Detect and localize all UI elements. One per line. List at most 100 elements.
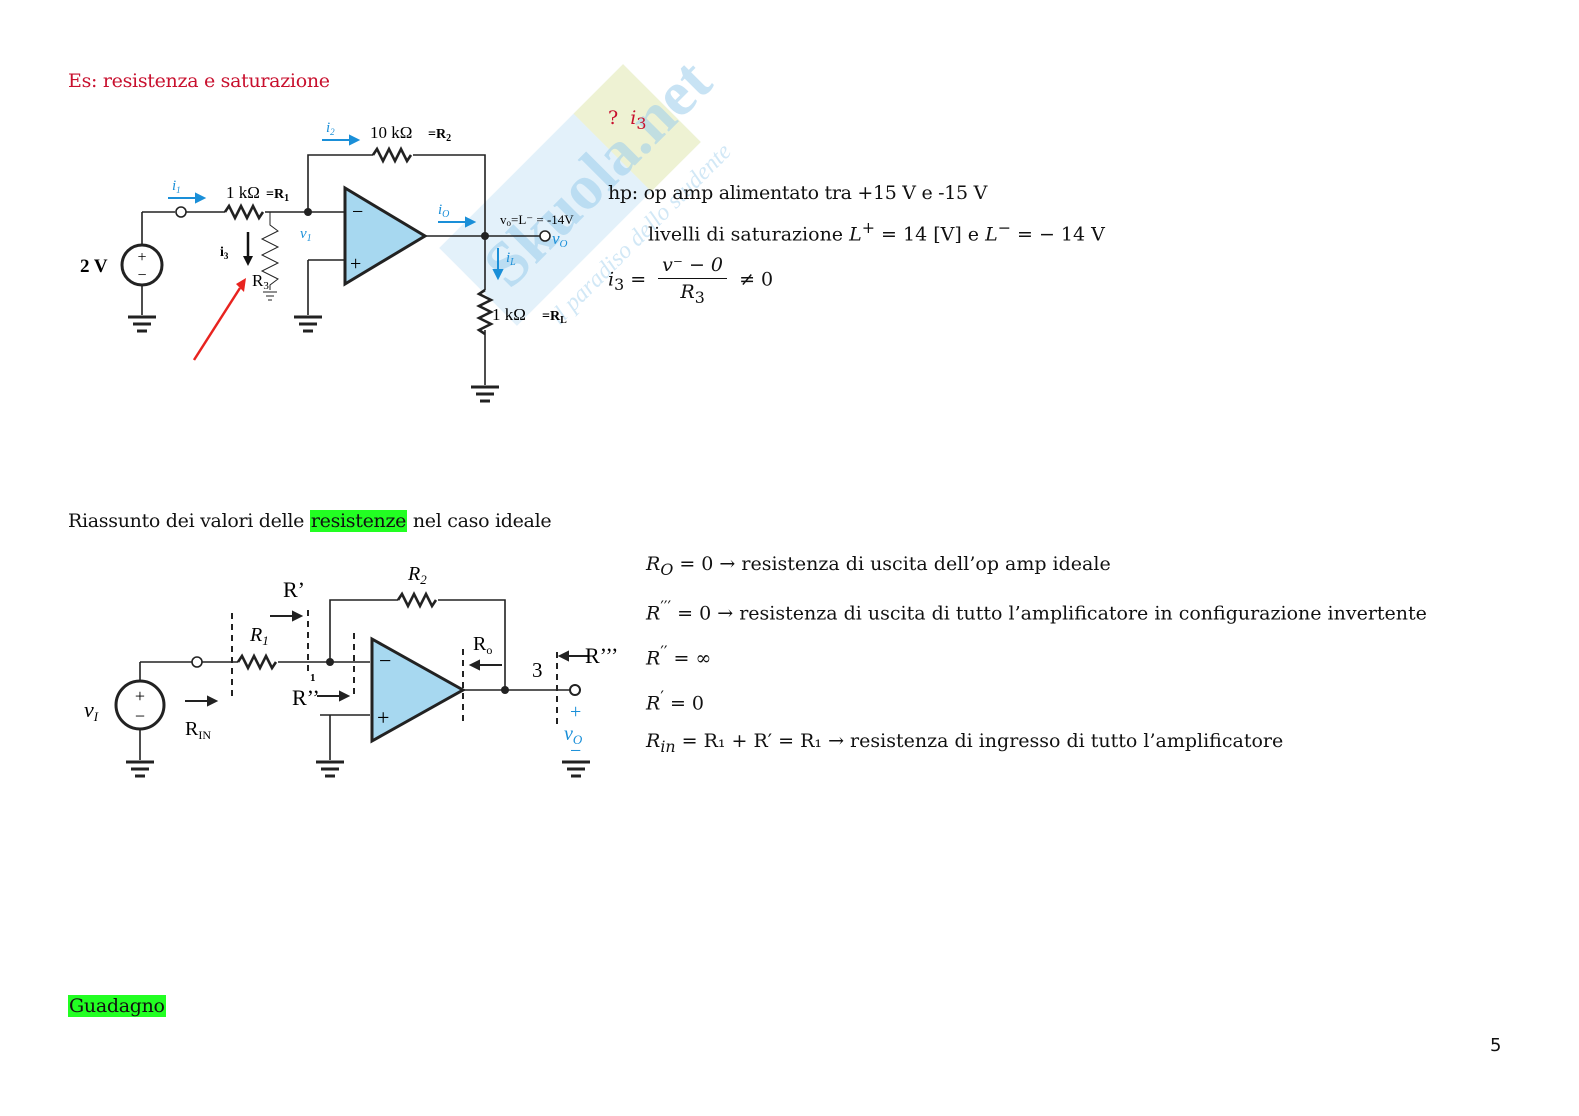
and-text: e [961, 223, 986, 246]
opamp [343, 185, 428, 287]
ground-icon [471, 385, 499, 403]
voltage-source [114, 679, 166, 731]
eq-rhs: = R₁ + R′ = R₁ → [675, 729, 851, 752]
io-arrowhead [465, 216, 477, 228]
eq-desc: resistenza di uscita dell’op amp ideale [741, 553, 1111, 575]
eq-lhs-sub: in [660, 736, 676, 756]
eq-lhs: R [646, 553, 661, 575]
annotation-arrowhead [236, 278, 246, 292]
eq-lhs-sup: ′′′ [660, 597, 672, 617]
r3-label: R3 [252, 271, 269, 292]
ground-icon [316, 760, 344, 778]
i3-arrowhead [243, 256, 253, 266]
eq-lhs: R [646, 647, 661, 670]
circuit-saturation: + − 2 V − + 1 kΩ =R1 10 kΩ =R2 1 kΩ =RL … [80, 120, 574, 403]
title-highlight: resistenze [309, 510, 408, 532]
ground-icon [562, 760, 590, 778]
r1-name: =R1 [266, 187, 289, 204]
wire [438, 599, 506, 690]
r2-name: =R2 [428, 127, 451, 144]
saturation-text: livelli di saturazione [648, 223, 844, 246]
rin-label: RIN [185, 718, 211, 742]
junction-node [481, 232, 489, 240]
equation-row: R′′′ = 0 → resistenza di uscita di tutto… [646, 588, 1427, 633]
section2-title: Riassunto dei valori delle resistenze ne… [68, 510, 552, 532]
source-plus: + [137, 249, 146, 266]
equation-row: R′ = 0 [646, 678, 1427, 723]
question-i3: ? i3 [608, 107, 646, 133]
r1-resistor [236, 653, 278, 671]
io-label: iO [438, 202, 449, 220]
voltage-source [120, 243, 164, 287]
guadagno-heading: Guadagno [68, 995, 166, 1017]
eq-rhs: = ∞ [667, 647, 712, 670]
denominator-var: R [680, 281, 695, 303]
rl-resistor [476, 288, 494, 336]
vi-label: vI [84, 697, 99, 724]
resistance-equations: RO = 0 → resistenza di uscita dell’op am… [646, 546, 1427, 765]
hp-line: hp: op amp alimentato tra +15 V e -15 V [608, 182, 988, 204]
denominator: R3 [680, 279, 704, 307]
r-double-label: R’’ [292, 685, 320, 710]
v1-label: v1 [300, 226, 312, 244]
title-after: nel caso ideale [407, 510, 552, 532]
formula-lhs: i [608, 268, 615, 291]
wire [329, 599, 398, 662]
eq-lhs-sup: ′ [660, 686, 664, 706]
eq-rhs: = 0 [663, 692, 705, 715]
ro-arrowhead [468, 659, 480, 671]
opamp-minus: − [379, 648, 391, 673]
source-minus: − [135, 706, 145, 726]
junction-node [501, 686, 509, 694]
i1-label: i1 [172, 178, 181, 195]
r1-resistor [223, 203, 265, 221]
vo-plus: + [570, 701, 581, 723]
r2-resistor [396, 591, 438, 609]
circuit-resistances: + − vI − + RIN R1 R’ 1 R’’ R2 Ro 3 R’’’ … [84, 563, 618, 778]
formula-lhs-sub: 3 [614, 275, 625, 295]
eq-rhs: = 0 → [671, 602, 740, 625]
r2-resistor [371, 146, 413, 164]
ro-label: Ro [473, 633, 492, 657]
opamp-minus: − [352, 201, 363, 223]
eq-desc: resistenza di uscita di tutto l’amplific… [739, 602, 1427, 625]
formula-rhs: ≠ 0 [739, 268, 774, 291]
junction-node [326, 658, 334, 666]
vo-minus: − [570, 740, 581, 762]
lplus-val: = 14 [V] [874, 223, 962, 246]
question-mark: ? [608, 107, 619, 129]
section3-title: Guadagno [68, 995, 166, 1017]
vo-note: vo=L⁻ = -14V [500, 212, 574, 228]
ground-icon [128, 315, 156, 333]
i1-arrowhead [195, 192, 207, 204]
r-prime-arrowhead [292, 610, 304, 622]
lminus-sup: − [997, 218, 1011, 237]
lminus-val: = − 14 V [1010, 223, 1105, 246]
eq-rhs: = 0 → [673, 553, 742, 575]
section1-title: Es: resistenza e saturazione [68, 70, 330, 92]
eq-lhs: R [646, 729, 661, 752]
question-var: i [630, 107, 637, 129]
eq-lhs: R [646, 602, 661, 625]
rl-value: 1 kΩ [492, 305, 526, 324]
il-arrowhead [492, 269, 504, 281]
r1-value: 1 kΩ [226, 183, 260, 202]
opamp-plus: + [350, 253, 361, 275]
r-double-arrowhead [339, 690, 351, 702]
i2-arrowhead [349, 134, 361, 146]
equation-row: Rin = R₁ + R′ = R₁ → resistenza di ingre… [646, 723, 1427, 765]
input-terminal [175, 206, 187, 218]
lplus: L [849, 223, 862, 246]
wire [413, 154, 486, 236]
output-terminal [539, 230, 551, 242]
node-3-label: 3 [532, 658, 543, 682]
page-number: 5 [1490, 1035, 1502, 1056]
saturation-line: livelli di saturazione L+ = 14 [V] e L− … [648, 218, 1105, 245]
annotation-arrow [192, 287, 242, 361]
i2-label: i2 [326, 120, 335, 137]
opamp-plus: + [377, 705, 389, 730]
question-sub: 3 [636, 113, 647, 133]
equation-row: R′′ = ∞ [646, 633, 1427, 678]
r3-resistor [260, 212, 280, 290]
i3-label: i3 [220, 245, 229, 261]
